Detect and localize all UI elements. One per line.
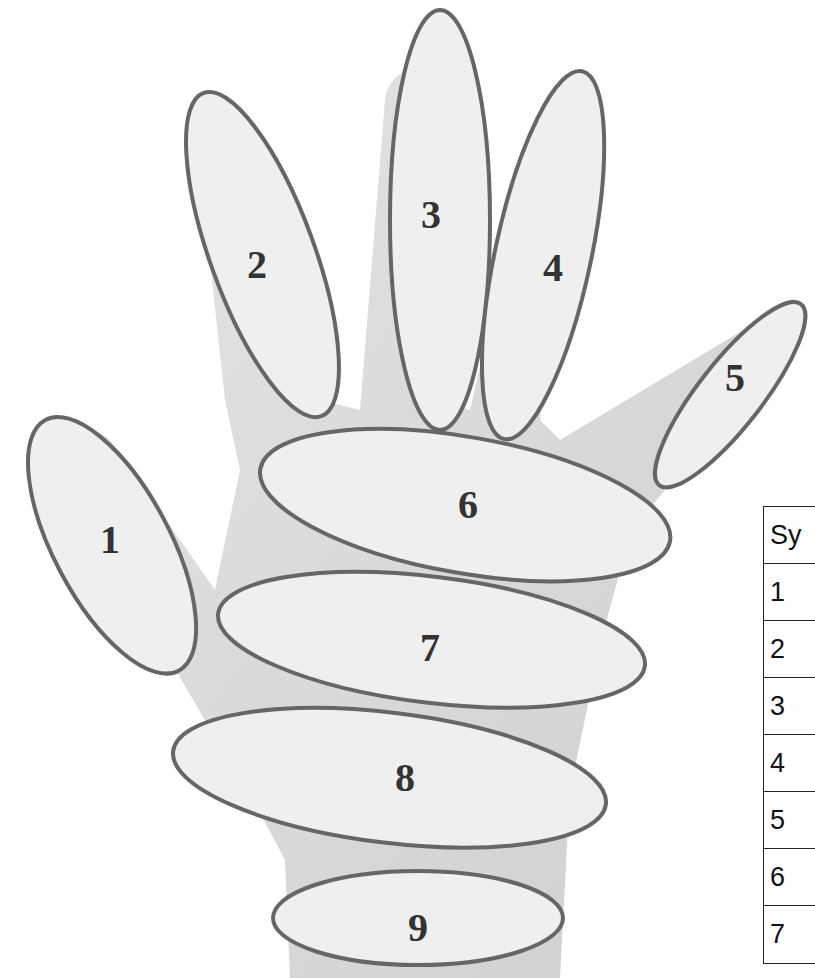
row-number: 4 <box>770 748 785 779</box>
region-number: 7 <box>420 628 440 668</box>
hand-region: 4 <box>478 67 608 443</box>
region-outline <box>169 704 610 852</box>
region-number: 1 <box>100 520 120 560</box>
hand-region: 9 <box>269 867 567 969</box>
row-number: 5 <box>770 805 785 836</box>
region-ellipse <box>390 10 490 430</box>
region-number: 9 <box>408 908 428 948</box>
table-cell: 7 <box>763 905 815 964</box>
hand-region: 2 <box>182 88 343 421</box>
region-ellipse <box>634 285 815 506</box>
hand-region: 5 <box>651 298 809 491</box>
row-number: 1 <box>770 577 785 608</box>
table-cell: 4 <box>763 734 815 793</box>
region-ellipse <box>0 392 230 697</box>
table-cell: 2 <box>763 620 815 679</box>
row-number: 6 <box>770 862 785 893</box>
row-number: 2 <box>770 634 785 665</box>
hand-region: 8 <box>169 704 610 852</box>
hand-region: 3 <box>386 6 494 434</box>
region-number: 5 <box>725 358 745 398</box>
hand-region: 1 <box>24 413 200 678</box>
region-number: 6 <box>458 485 478 525</box>
table-cell: 1 <box>763 563 815 622</box>
row-number: 3 <box>770 691 785 722</box>
table-cell: 3 <box>763 677 815 736</box>
region-ellipse <box>166 687 615 869</box>
region-ellipse <box>273 871 563 965</box>
region-number: 3 <box>421 195 441 235</box>
table-header: Sy <box>770 520 802 551</box>
table-cell: 6 <box>763 848 815 907</box>
region-ellipse <box>211 551 653 728</box>
region-number: 8 <box>395 758 415 798</box>
region-number: 4 <box>543 248 563 288</box>
hand-region: 7 <box>214 568 649 712</box>
table-cell: 5 <box>763 791 815 850</box>
row-number: 7 <box>770 919 785 950</box>
hand-shape <box>66 70 794 978</box>
region-ellipse <box>154 76 369 435</box>
table-header-cell: Sy <box>763 506 815 565</box>
region-ellipse <box>457 61 629 449</box>
hand-region: 6 <box>256 425 674 585</box>
region-number: 2 <box>247 245 267 285</box>
